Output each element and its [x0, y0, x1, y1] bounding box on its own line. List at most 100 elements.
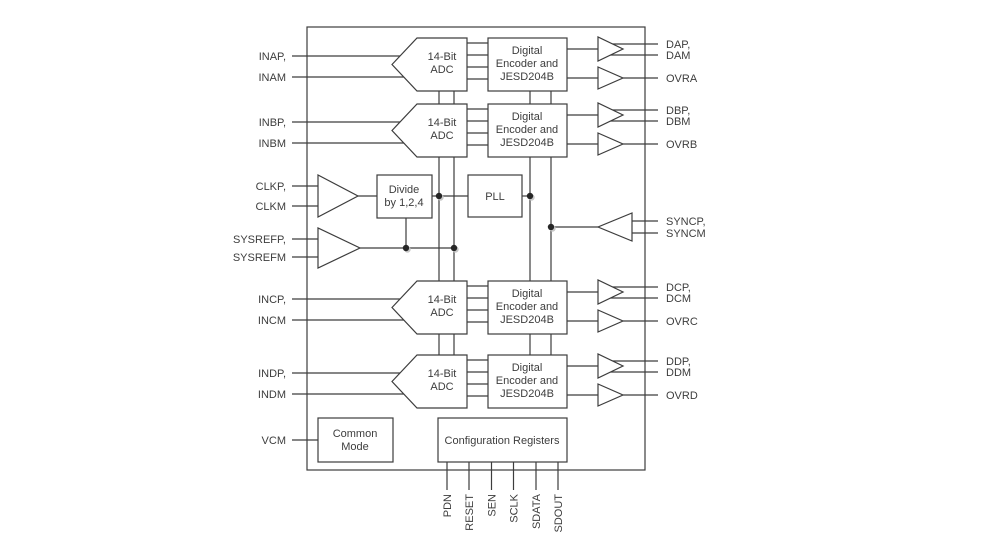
pin-label-ovrc: OVRC [666, 316, 698, 328]
encoder-c-block [487, 280, 568, 335]
pll-label: PLL [485, 191, 505, 203]
pin-label-syncm: SYNCM [666, 228, 706, 240]
ovr-buffer-b-icon [597, 132, 625, 156]
pin-label-sdout: SDOUT [553, 494, 565, 533]
pin-label-dam: DAM [666, 50, 690, 62]
adc-c-label-line1: 14-Bit [428, 294, 457, 306]
config-section: Configuration Registers PDN RESET SEN SC… [437, 417, 568, 533]
encoder-c-label-line1: Digital [512, 288, 543, 300]
data-buffer-c-icon [597, 279, 625, 305]
pin-label-ovra: OVRA [666, 73, 698, 85]
encoder-a-output-wires [567, 48, 598, 79]
encoder-d-block [487, 354, 568, 409]
pin-label-dap: DAP, [666, 39, 690, 51]
config-registers-block [437, 417, 568, 463]
junction-dots [402, 192, 556, 253]
pin-label-vcm: VCM [262, 435, 286, 447]
chip-boundary [306, 26, 646, 471]
junction-sysref-bus [450, 244, 458, 252]
pin-label-ddp: DDP, [666, 356, 691, 368]
pin-label-sdata: SDATA [531, 493, 543, 529]
ovr-buffer-c-icon [597, 309, 625, 333]
pin-label-sysrefm: SYSREFM [233, 252, 286, 264]
vcm-section: VCM Common Mode [262, 417, 394, 463]
config-registers-label: Configuration Registers [445, 435, 560, 447]
pin-label-syncp: SYNCP, [666, 216, 706, 228]
adc-b-block [391, 103, 468, 158]
adc-b-label-line1: 14-Bit [428, 117, 457, 129]
data-buffer-a-icon [597, 36, 625, 62]
sysref-section: SYSREFP, SYSREFM [233, 227, 454, 269]
pin-label-clkm: CLKM [255, 201, 286, 213]
clock-input-wires [292, 185, 318, 207]
divider-label-line2: by 1,2,4 [384, 197, 423, 209]
adc-d-label-line1: 14-Bit [428, 368, 457, 380]
pin-label-incp: INCP, [258, 294, 286, 306]
ovr-buffer-a-icon [597, 66, 625, 90]
channel-d: INDP, INDM 14-Bit ADC Digital Encoder an… [258, 353, 698, 409]
clock-divider-block [376, 174, 433, 219]
adc-d-encoder-bus-wires [467, 359, 488, 397]
adc-a-label-line1: 14-Bit [428, 51, 457, 63]
pin-label-indp: INDP, [258, 368, 286, 380]
encoder-d-label-line2: Encoder and [496, 375, 558, 387]
encoder-d-label-line1: Digital [512, 362, 543, 374]
channel-a-input-wires [292, 55, 408, 78]
adc-c-block [391, 280, 468, 335]
encoder-d-label-line3: JESD204B [500, 388, 554, 400]
distribution-buses [438, 91, 552, 355]
adc-c-encoder-bus-wires [467, 285, 488, 323]
encoder-b-output-wires [567, 114, 598, 145]
junction-sync-bus [547, 223, 555, 231]
pin-label-incm: INCM [258, 315, 286, 327]
adc-d-block [391, 354, 468, 409]
data-buffer-b-icon [597, 102, 625, 128]
sync-input-wires [632, 220, 658, 234]
pin-label-inbp: INBP, [259, 117, 286, 129]
encoder-b-block [487, 103, 568, 158]
common-mode-block [317, 417, 394, 463]
clock-section: CLKP, CLKM Divide by 1,2,4 PLL [255, 174, 530, 248]
encoder-b-label-line3: JESD204B [500, 137, 554, 149]
pin-label-indm: INDM [258, 389, 286, 401]
channel-b: INBP, INBM 14-Bit ADC Digital Encoder an… [259, 102, 697, 158]
sync-section: SYNCP, SYNCM [551, 212, 706, 242]
encoder-c-output-wires [567, 291, 598, 322]
adc-c-label-line2: ADC [430, 307, 453, 319]
ovr-buffer-d-icon [597, 383, 625, 407]
encoder-d-output-wires [567, 365, 598, 396]
encoder-b-label-line2: Encoder and [496, 124, 558, 136]
pin-label-ddm: DDM [666, 367, 691, 379]
adc-a-encoder-bus-wires [467, 42, 488, 80]
channel-a: INAP, INAM 14-Bit ADC Digital Encoder an… [259, 36, 698, 92]
junction-divider-clockbus [435, 192, 443, 200]
adc-b-label-line2: ADC [430, 130, 453, 142]
pin-label-inam: INAM [259, 72, 287, 84]
pin-label-reset: RESET [464, 494, 476, 531]
data-buffer-d-icon [597, 353, 625, 379]
encoder-a-block [487, 37, 568, 92]
sysref-input-wires [292, 238, 318, 258]
pin-label-inbm: INBM [259, 138, 287, 150]
pin-label-ovrd: OVRD [666, 390, 698, 402]
pin-label-dbp: DBP, [666, 105, 690, 117]
adc-b-encoder-bus-wires [467, 108, 488, 146]
channel-c-input-wires [292, 298, 408, 321]
junction-divider-sysref [402, 244, 410, 252]
pin-label-dbm: DBM [666, 116, 690, 128]
pin-label-sen: SEN [487, 494, 499, 517]
pin-label-sclk: SCLK [509, 493, 521, 522]
encoder-c-label-line2: Encoder and [496, 301, 558, 313]
pin-label-clkp: CLKP, [256, 181, 286, 193]
common-mode-label-line1: Common [333, 428, 378, 440]
encoder-a-label-line1: Digital [512, 45, 543, 57]
pin-label-ovrb: OVRB [666, 139, 697, 151]
common-mode-label-line2: Mode [341, 441, 369, 453]
sync-buffer-icon [596, 212, 633, 242]
clock-buffer-icon [317, 174, 360, 218]
pin-label-dcm: DCM [666, 293, 691, 305]
adc-a-block [391, 37, 468, 92]
divider-label-line1: Divide [389, 184, 420, 196]
